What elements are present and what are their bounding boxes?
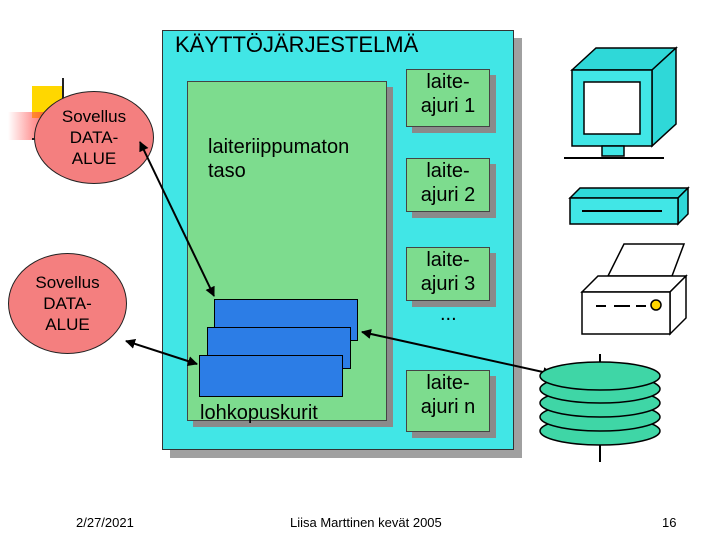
device-driver-3: laite- ajuri 3	[406, 247, 490, 301]
block-buffer-3	[199, 355, 343, 397]
application-data-area-1: Sovellus DATA- ALUE	[34, 91, 154, 184]
application-data-area-2: Sovellus DATA- ALUE	[8, 253, 127, 354]
footer-page-number: 16	[662, 515, 677, 530]
device-driver-1: laite- ajuri 1	[406, 69, 490, 127]
arrow-buffers-to-disk	[361, 329, 553, 377]
keyboard-icon	[568, 186, 690, 226]
printer-icon	[580, 243, 688, 336]
device-driver-2: laite- ajuri 2	[406, 158, 490, 212]
os-title: KÄYTTÖJÄRJESTELMÄ	[175, 32, 419, 57]
arrow-app1-to-buffers	[139, 141, 215, 297]
footer-author: Liisa Marttinen kevät 2005	[290, 515, 442, 530]
disk-stack-icon	[539, 354, 661, 462]
independent-layer-label: laiteriippumaton taso	[208, 136, 350, 182]
footer-date: 2/27/2021	[76, 515, 134, 530]
device-driver-n: laite- ajuri n	[406, 370, 490, 432]
block-buffers-label: lohkopuskurit	[200, 402, 318, 424]
monitor-icon	[564, 46, 678, 159]
more-drivers-ellipsis: ...	[440, 303, 457, 325]
arrow-app2-to-buffers	[125, 339, 198, 366]
